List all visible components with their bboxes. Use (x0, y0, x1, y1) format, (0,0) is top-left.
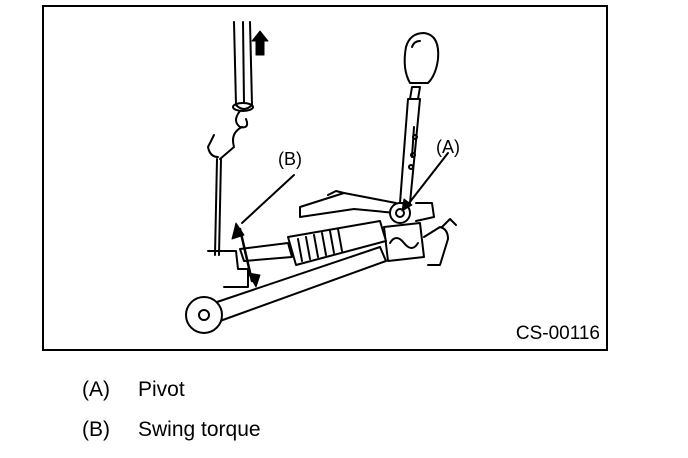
leader-arrow-a (401, 198, 413, 212)
legend-text: Pivot (138, 378, 185, 401)
leader-line-a (405, 152, 449, 208)
hook-wire (207, 158, 249, 288)
shift-lever (399, 32, 440, 204)
legend-text: Swing torque (138, 418, 261, 441)
swing-torque-arrow (231, 222, 261, 288)
callout-b-label: (B) (278, 149, 302, 169)
shift-rod (239, 220, 387, 266)
spring-scale (207, 21, 254, 160)
leader-line-b (241, 174, 295, 224)
pull-direction-arrow (251, 30, 269, 56)
pivot-assembly (299, 190, 457, 266)
callout-a-label: (A) (436, 137, 460, 157)
stay-rod (185, 246, 387, 334)
illustration-frame: (A) (B) CS-00116 (42, 5, 608, 351)
legend-key: (B) (82, 418, 110, 441)
legend-key: (A) (82, 378, 110, 401)
figure-code: CS-00116 (515, 323, 600, 344)
shift-lever-illustration: (A) (B) (185, 21, 460, 334)
